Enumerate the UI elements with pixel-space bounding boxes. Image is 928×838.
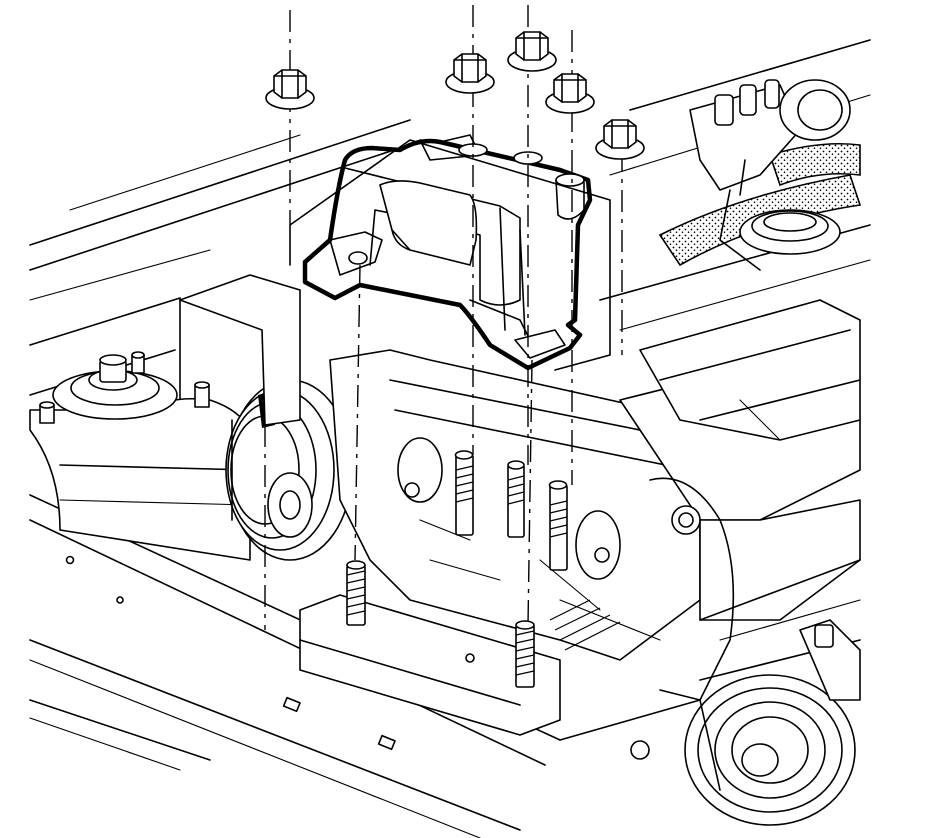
engine-mount-bracket: [302, 134, 593, 371]
lower-right-pulley: [559, 619, 861, 826]
stud-3: [507, 460, 525, 538]
strut-stud-left: [39, 401, 55, 424]
nut-2: [445, 53, 495, 94]
nut-4: [545, 73, 595, 114]
strut-stud-top: [131, 351, 145, 374]
power-steering-pulley: [225, 379, 353, 561]
nut-3: [507, 31, 557, 72]
stud-4: [548, 480, 568, 571]
lower-mount-base: [299, 594, 561, 736]
engine-front-cover: [619, 299, 861, 701]
nut-1: [265, 69, 315, 110]
strut-tower: [29, 351, 251, 561]
strut-stud-right: [194, 381, 210, 408]
nut-5: [595, 119, 645, 160]
mount-isolator-panel: [289, 139, 611, 371]
stud-2: [454, 450, 474, 536]
upper-right-components: [658, 79, 862, 271]
stud-1: [346, 560, 366, 626]
assembly-centerlines: [264, 5, 623, 630]
stud-5: [515, 620, 535, 688]
